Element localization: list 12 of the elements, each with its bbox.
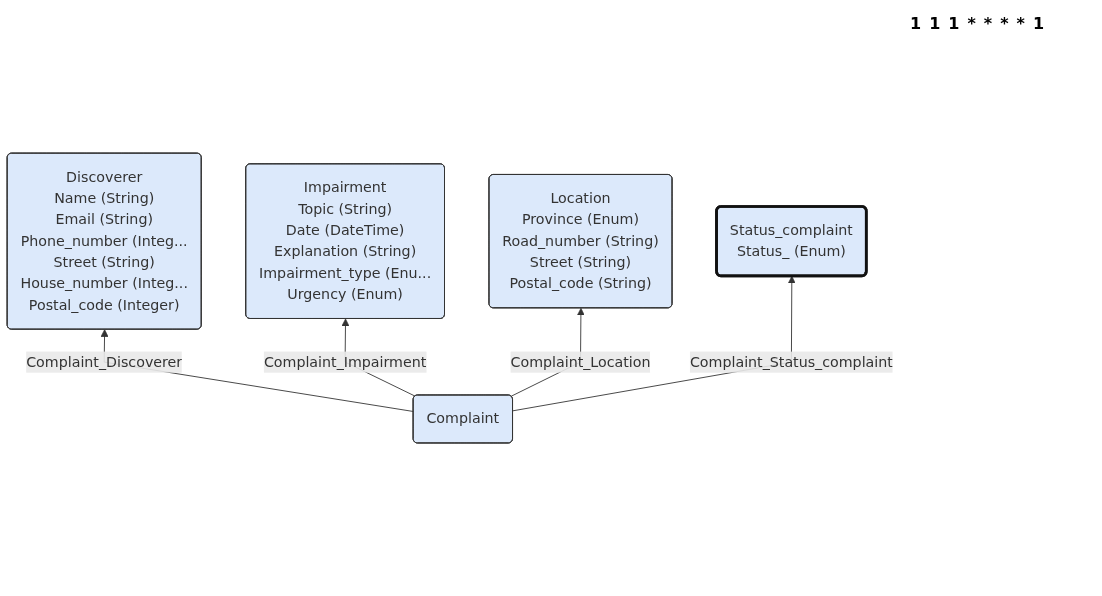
edge-label: Complaint_Discoverer	[26, 353, 183, 371]
multiplicity-label: 1	[1032, 14, 1045, 33]
multiplicity-label: 1	[948, 14, 960, 33]
multiplicity-label: 1	[929, 14, 941, 33]
multiplicity-label: *	[1016, 14, 1025, 33]
multiplicity-label: 1	[910, 14, 922, 33]
edge-label: Complaint_Impairment	[263, 353, 427, 371]
edge-label: Complaint_Location	[510, 353, 651, 371]
edge-label: Complaint_Status_complaint	[689, 353, 893, 371]
multiplicity-label: *	[1000, 14, 1009, 33]
multiplicity-label: *	[967, 14, 976, 33]
multiplicity-label: *	[983, 14, 993, 33]
